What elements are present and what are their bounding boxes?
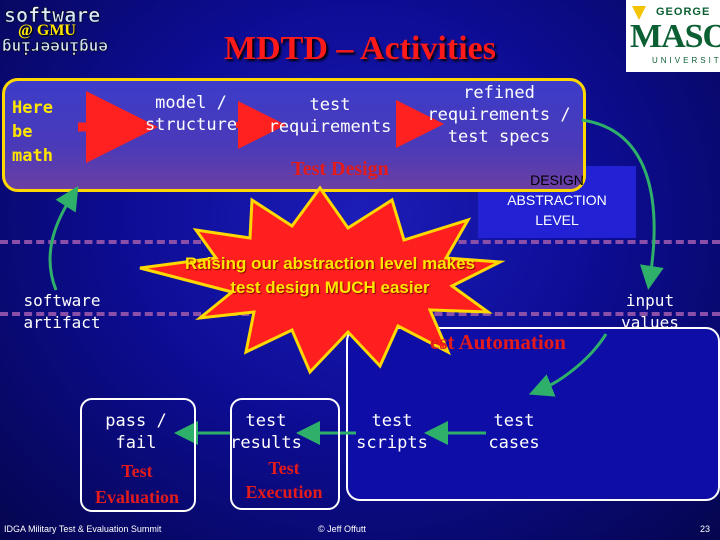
test-requirements-line-1: test	[309, 95, 351, 115]
test-evaluation-line-1: Test	[121, 461, 153, 481]
test-execution-label: Test Execution	[230, 456, 338, 504]
refined-line-1: refined	[463, 83, 535, 103]
test-cases-node: test cases	[476, 410, 552, 454]
test-execution-line-1: Test	[268, 458, 300, 478]
pass-fail-node: pass / fail	[98, 410, 174, 454]
test-evaluation-box	[80, 398, 196, 512]
test-requirements-line-2: requirements	[268, 117, 392, 137]
input-values-label: input values	[610, 290, 690, 334]
logo-graphic: software engineering	[2, 3, 109, 58]
abstraction-burst	[139, 185, 506, 375]
arrow-input-to-cases	[528, 333, 608, 397]
test-scripts-line-1: test	[371, 411, 413, 431]
logo-mason: MASON	[630, 18, 720, 55]
burst-text-line-2: test design MUCH easier	[230, 278, 430, 297]
footer-center: © Jeff Offutt	[318, 524, 366, 534]
here-be-math-line-1: Here	[12, 98, 53, 118]
test-execution-line-2: Execution	[245, 482, 323, 502]
logo-at-gmu: @ GMU	[18, 22, 76, 39]
test-scripts-line-2: scripts	[356, 433, 428, 453]
here-be-math-line-2: be	[12, 122, 33, 142]
software-engineering-logo: software engineering @ GMU	[0, 0, 112, 62]
software-artifact-line-2: artifact	[23, 313, 101, 332]
test-design-label: Test Design	[291, 158, 389, 180]
arrow-artifact-to-math	[48, 185, 79, 291]
design-abstraction-line-3: LEVEL	[535, 212, 579, 228]
test-requirements-node: test requirements	[262, 94, 398, 138]
logo-chevron-icon	[632, 6, 646, 20]
test-results-line-1: test	[245, 411, 287, 431]
burst-text: Raising our abstraction level makes test…	[140, 252, 520, 300]
refined-line-2: requirements /	[427, 105, 571, 125]
test-execution-box	[230, 398, 340, 510]
refined-requirements-node: refined requirements / test specs	[420, 82, 578, 148]
software-artifact-line-1: software	[23, 291, 101, 310]
here-be-math-line-3: math	[12, 146, 53, 166]
test-results-line-2: results	[230, 433, 302, 453]
pass-fail-line-1: pass /	[105, 411, 167, 431]
model-structure-node: model / structure	[136, 92, 246, 136]
logo-george: GEORGE	[656, 6, 711, 18]
model-structure-line-2: structure	[144, 115, 238, 135]
design-abstraction-line-1: DESIGN	[530, 172, 584, 188]
test-automation-label: est Automation	[430, 330, 566, 354]
page-number: 23	[700, 524, 711, 534]
logo-university: UNIVERSITY	[652, 56, 720, 65]
test-results-node: test results	[226, 410, 306, 454]
input-values-line-2: values	[621, 313, 679, 332]
logo-word-engineering: engineering	[2, 38, 108, 57]
footer-left: IDGA Military Test & Evaluation Summit	[4, 524, 162, 534]
test-automation-box	[346, 327, 720, 501]
test-cases-line-2: cases	[488, 433, 540, 453]
burst-text-line-1: Raising our abstraction level makes	[184, 254, 476, 273]
refined-line-3: test specs	[447, 127, 551, 147]
logo-word-software: software	[4, 3, 100, 27]
test-cases-line-1: test	[493, 411, 535, 431]
software-artifact-label: software artifact	[0, 290, 124, 334]
here-be-math-label: Here be math	[12, 96, 53, 168]
slide-title: MDTD – Activities	[224, 30, 496, 67]
input-values-line-1: input	[625, 291, 675, 310]
pass-fail-line-2: fail	[115, 433, 157, 453]
design-abstraction-label: DESIGN ABSTRACTION LEVEL	[478, 170, 636, 230]
test-scripts-node: test scripts	[352, 410, 432, 454]
george-mason-logo: GEORGE MASON UNIVERSITY	[626, 0, 720, 72]
arrow-refined-to-input	[581, 118, 664, 290]
test-evaluation-line-2: Evaluation	[94, 487, 180, 507]
test-evaluation-label: Test Evaluation	[80, 458, 194, 510]
model-structure-line-1: model /	[155, 93, 227, 113]
design-abstraction-line-2: ABSTRACTION	[507, 192, 607, 208]
